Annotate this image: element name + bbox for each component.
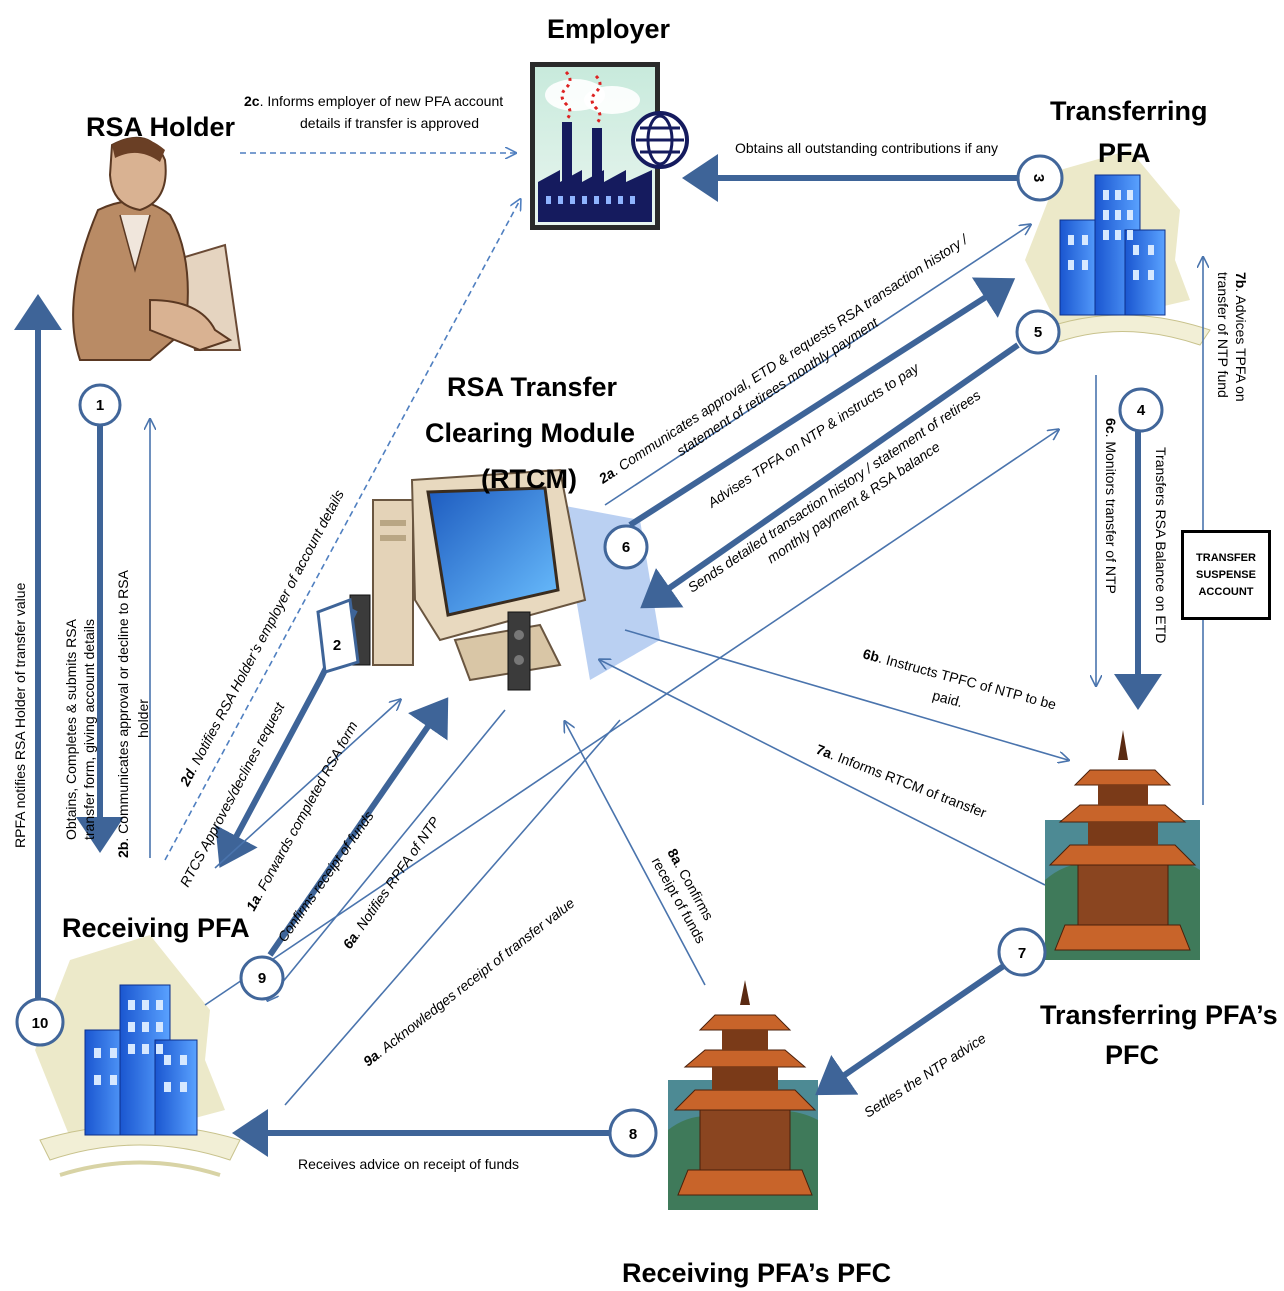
label-7b: 7b. Advices TPFA on transfer of NTP fund bbox=[1215, 272, 1249, 402]
label-2c-line2: details if transfer is approved bbox=[300, 115, 479, 131]
receiving-pfc-title: Receiving PFA’s PFC bbox=[622, 1258, 891, 1288]
step-5-marker: 5 bbox=[1015, 309, 1061, 355]
arrow-9a bbox=[284, 719, 621, 1106]
step-7-marker: 7 bbox=[997, 927, 1047, 977]
step-2-marker: 2 bbox=[333, 637, 341, 654]
arrow-1a bbox=[214, 700, 400, 869]
step-4-marker: 4 bbox=[1118, 387, 1164, 433]
svg-text:2b. Communicates approval or d: 2b. Communicates approval or decline to … bbox=[115, 569, 131, 858]
rtcm-title-1: RSA Transfer bbox=[447, 372, 618, 402]
suspense-line-3: ACCOUNT bbox=[1198, 585, 1254, 598]
transfer-suspense-account-box: TRANSFER SUSPENSE ACCOUNT bbox=[1181, 530, 1271, 620]
step-8-marker: 8 bbox=[608, 1108, 658, 1158]
arrow-6a bbox=[268, 709, 506, 1000]
svg-text:RPFA notifies RSA Holder of tr: RPFA notifies RSA Holder of transfer val… bbox=[12, 582, 28, 848]
receiving-pfa-building-icon bbox=[35, 935, 241, 1177]
rtcm-title-3: (RTCM) bbox=[481, 464, 577, 494]
arrow-7a bbox=[600, 660, 1046, 886]
svg-text:6: 6 bbox=[622, 539, 630, 556]
arrow-9 bbox=[267, 697, 449, 957]
transferring-pfc-title-1: Transferring PFA’s bbox=[1040, 1000, 1278, 1030]
label-4: Transfers RSA Balance on ETD bbox=[1153, 447, 1169, 643]
label-8a: 8a. Confirms receipt of funds bbox=[649, 846, 717, 946]
svg-text:7b. Advices TPFA on: 7b. Advices TPFA on bbox=[1233, 272, 1249, 402]
rtcm-title-2: Clearing Module bbox=[425, 418, 635, 448]
step-3-marker: 3 bbox=[1016, 154, 1064, 202]
transferring-pfa-building-icon bbox=[1025, 150, 1211, 346]
receiving-pfc-pagoda-icon bbox=[668, 980, 818, 1210]
arrow-7 bbox=[815, 962, 1007, 1096]
step-10-marker: 10 bbox=[15, 997, 65, 1047]
transferring-pfc-pagoda-icon bbox=[1045, 730, 1200, 960]
svg-text:transfer of NTP fund: transfer of NTP fund bbox=[1215, 272, 1231, 398]
svg-text:9: 9 bbox=[258, 970, 266, 987]
step-6-marker: 6 bbox=[603, 524, 649, 570]
rtcm-computer-icon bbox=[349, 468, 660, 691]
transferring-pfa-title-2: PFA bbox=[1098, 138, 1151, 168]
arrow-5 bbox=[640, 342, 1020, 609]
label-1: Obtains, Completes & submits RSA transfe… bbox=[63, 618, 97, 840]
label-10: RPFA notifies RSA Holder of transfer val… bbox=[12, 582, 28, 848]
svg-text:4: 4 bbox=[1137, 402, 1146, 419]
label-6b: 6b. Instructs TPFC of NTP to be paid. bbox=[861, 645, 1058, 712]
arrow-8a bbox=[565, 722, 706, 986]
svg-text:3: 3 bbox=[1030, 174, 1047, 182]
label-3: Obtains all outstanding contributions if… bbox=[735, 140, 998, 156]
step-2-box bbox=[316, 597, 360, 674]
label-7: Settles the NTP advice bbox=[861, 1030, 989, 1121]
step-1-marker: 1 bbox=[78, 383, 122, 427]
svg-text:transfer form, giving account: transfer form, giving account details bbox=[81, 619, 97, 840]
step-9-marker: 9 bbox=[239, 955, 285, 1001]
label-8: Receives advice on receipt of funds bbox=[298, 1156, 519, 1172]
svg-text:8: 8 bbox=[629, 1126, 637, 1143]
label-2b: 2b. Communicates approval or decline to … bbox=[115, 569, 151, 858]
receiving-pfa-title: Receiving PFA bbox=[62, 913, 250, 943]
svg-text:Settles the NTP advice: Settles the NTP advice bbox=[861, 1030, 989, 1121]
arrow-2d bbox=[164, 200, 520, 861]
svg-text:6c. Monitors transfer of NTP: 6c. Monitors transfer of NTP bbox=[1103, 418, 1119, 594]
svg-text:2: 2 bbox=[333, 637, 341, 654]
svg-text:Transfers RSA Balance on ETD: Transfers RSA Balance on ETD bbox=[1153, 447, 1169, 643]
svg-text:10: 10 bbox=[32, 1015, 49, 1032]
svg-text:Obtains, Completes & submits: Obtains, Completes & submits RSA bbox=[63, 618, 79, 840]
arrow-6 bbox=[628, 277, 1016, 528]
suspense-line-1: TRANSFER bbox=[1196, 551, 1256, 564]
transferring-pfc-title-2: PFC bbox=[1105, 1040, 1159, 1070]
rsa-holder-person-icon bbox=[72, 136, 242, 361]
employer-title: Employer bbox=[547, 14, 671, 44]
arrow-6b bbox=[624, 629, 1068, 760]
rsa-holder-title: RSA Holder bbox=[86, 112, 236, 142]
employer-factory-icon bbox=[530, 62, 689, 230]
label-2c-line1: 2c. Informs employer of new PFA account bbox=[244, 93, 503, 109]
svg-text:paid.: paid. bbox=[931, 687, 964, 710]
svg-text:holder: holder bbox=[135, 699, 151, 738]
arrow-2a bbox=[604, 225, 1030, 506]
svg-text:1: 1 bbox=[96, 397, 104, 414]
svg-text:5: 5 bbox=[1034, 324, 1042, 341]
label-6c: 6c. Monitors transfer of NTP bbox=[1103, 418, 1119, 594]
svg-text:7: 7 bbox=[1018, 945, 1026, 962]
arrow-rpfa-tpfa bbox=[204, 430, 1058, 1006]
transferring-pfa-title-1: Transferring bbox=[1050, 96, 1208, 126]
suspense-line-2: SUSPENSE bbox=[1196, 568, 1256, 581]
